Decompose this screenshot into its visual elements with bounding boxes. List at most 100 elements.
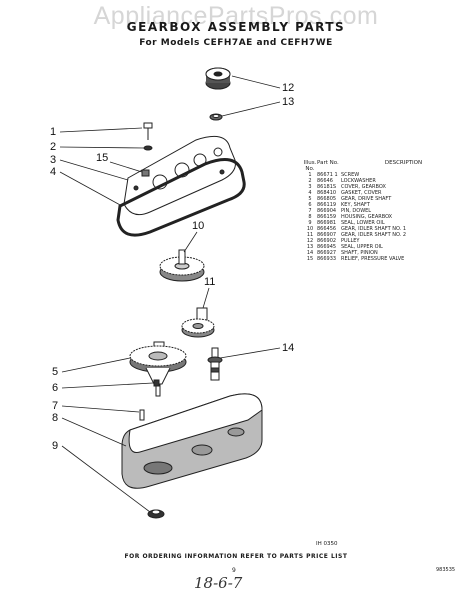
leader-lines — [59, 75, 281, 513]
parts-table-row: 3 86181S COVER, GEARBOX — [303, 184, 468, 190]
gasket-part — [116, 158, 246, 237]
document-number: 983535 — [436, 567, 456, 573]
pinion-shaft-part — [207, 347, 223, 381]
illus-no-cell: 6 — [308, 202, 312, 208]
part-no-cell: 866904 — [317, 208, 337, 214]
dowel-pin-part — [139, 409, 145, 421]
illus-no-cell: 10 — [306, 226, 314, 232]
illus-no-cell: 7 — [308, 208, 312, 214]
drive-shaft-gear-part — [129, 341, 187, 397]
description-cell: RELIEF, PRESSURE VALVE — [341, 256, 405, 262]
callout-4: 4 — [50, 166, 57, 178]
description-cell: GEAR, IDLER SHAFT NO. 1 — [341, 226, 407, 232]
page-title: GEARBOX ASSEMBLY PARTS — [126, 20, 346, 34]
handwritten-note: 18-6-7 — [194, 574, 243, 592]
illus-no-cell: 5 — [308, 196, 312, 202]
idler-gear-2-part — [181, 307, 215, 338]
callout-1: 1 — [50, 126, 57, 138]
parts-table-row: 8 866159 HOUSING, GEARBOX — [303, 214, 468, 220]
parts-table-row: 4 868410 GASKET, COVER — [303, 190, 468, 196]
parts-table-row: 2 86646 LOCKWASHER — [303, 178, 468, 184]
illus-no-cell: 9 — [308, 220, 312, 226]
ordering-info-note: FOR ORDERING INFORMATION REFER TO PARTS … — [124, 553, 348, 560]
page-subtitle: For Models CEFH7AE and CEFH7WE — [139, 38, 333, 48]
lower-oil-seal-part — [147, 509, 165, 519]
illus-no-cell: 11 — [306, 232, 314, 238]
description-cell: GEAR, DRIVE SHAFT — [341, 196, 392, 202]
illus-no-cell: 12 — [306, 238, 314, 244]
gearbox-housing-part — [121, 393, 263, 489]
part-no-cell: 86181S — [317, 184, 337, 190]
part-no-cell: 866119 — [317, 202, 337, 208]
illus-no-cell: 4 — [308, 190, 312, 196]
callout-10: 10 — [192, 220, 205, 232]
callout-12: 12 — [282, 82, 295, 94]
part-no-cell: 866945 — [317, 244, 337, 250]
header-description: DESCRIPTION — [384, 160, 423, 166]
callout-15: 15 — [96, 152, 109, 164]
part-no-cell: 866981 — [317, 220, 337, 226]
description-cell: SCREW — [341, 172, 360, 178]
illus-no-cell: 13 — [306, 244, 314, 250]
parts-table-row: 9 866981 SEAL, LOWER OIL — [303, 220, 468, 226]
page-number: 9 — [232, 567, 236, 574]
part-no-cell: 866902 — [317, 238, 337, 244]
part-no-cell: 866927 — [317, 250, 337, 256]
parts-table-row: 7 866904 PIN, DOWEL — [303, 208, 468, 214]
illus-no-cell: 2 — [308, 178, 312, 184]
description-cell: PULLEY — [341, 238, 360, 244]
part-no-cell: 866456 — [317, 226, 337, 232]
screw-part — [143, 122, 153, 140]
callout-5: 5 — [52, 366, 59, 378]
description-cell: SEAL, LOWER OIL — [341, 220, 385, 226]
pulley-part — [205, 67, 231, 90]
upper-oil-seal-part — [209, 113, 223, 121]
parts-list-table: Illus. No. Part No. DESCRIPTION 1 86671 1… — [303, 160, 468, 262]
part-no-cell: 86671 1 — [317, 172, 338, 178]
illus-no-cell: 1 — [308, 172, 312, 178]
callout-9: 9 — [52, 440, 59, 452]
description-cell: GASKET, COVER — [341, 190, 382, 196]
description-cell: HOUSING, GEARBOX — [341, 214, 393, 220]
header-illus-no: Illus. No. — [303, 160, 317, 172]
part-no-cell: 866933 — [317, 256, 337, 262]
description-cell: LOCKWASHER — [341, 178, 376, 184]
watermark: AppliancePartsPros.com — [93, 2, 379, 30]
part-no-cell: 866907 — [317, 232, 337, 238]
description-cell: SHAFT, PINION — [341, 250, 378, 256]
part-no-cell: 868410 — [317, 190, 337, 196]
description-cell: COVER, GEARBOX — [341, 184, 386, 190]
illus-no-cell: 14 — [306, 250, 314, 256]
parts-table-row: 6 866119 KEY, SHAFT — [303, 202, 468, 208]
callout-13: 13 — [282, 96, 295, 108]
description-cell: GEAR, IDLER SHAFT NO. 2 — [341, 232, 407, 238]
illus-no-cell: 8 — [308, 214, 312, 220]
part-no-cell: 86646 — [317, 178, 333, 184]
description-cell: KEY, SHAFT — [341, 202, 370, 208]
idler-gear-1-part — [159, 249, 205, 282]
parts-table-header: Illus. No. Part No. DESCRIPTION — [303, 160, 468, 172]
diagram-reference: IH 0350 — [316, 541, 338, 547]
relief-valve-part — [141, 169, 150, 177]
callout-3: 3 — [50, 154, 57, 166]
description-cell: PIN, DOWEL — [341, 208, 372, 214]
callout-14: 14 — [282, 342, 295, 354]
header-part-no: Part No. — [317, 160, 339, 166]
callout-7: 7 — [52, 400, 59, 412]
part-no-cell: 866159 — [317, 214, 337, 220]
illus-no-cell: 3 — [308, 184, 312, 190]
lockwasher-part — [143, 145, 153, 151]
illus-no-cell: 15 — [306, 256, 314, 262]
callout-6: 6 — [52, 382, 59, 394]
callout-2: 2 — [50, 141, 57, 153]
